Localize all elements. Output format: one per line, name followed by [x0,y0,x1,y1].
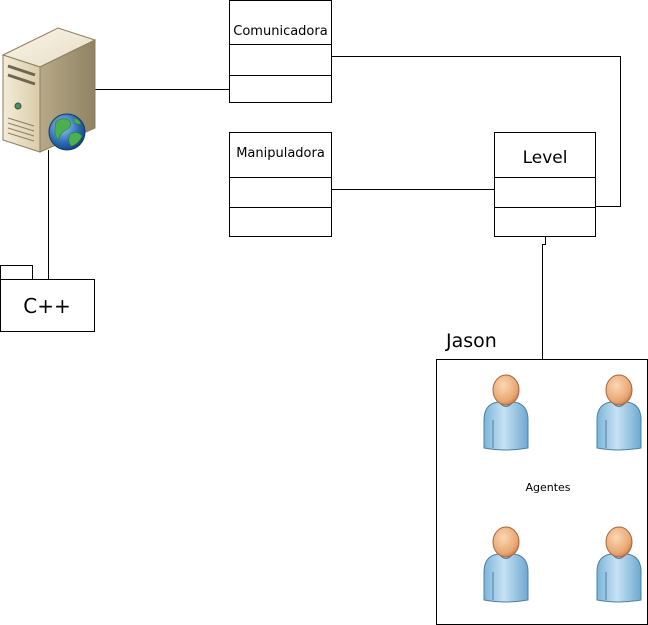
group-jason-label: Jason [445,330,497,352]
package-cpp: C++ [0,265,95,332]
class-manipuladora-name: Manipuladora [236,146,325,161]
class-level: Level [494,132,596,237]
package-cpp-label: C++ [23,294,70,318]
agents-label: Agentes [525,481,570,494]
class-manipuladora: Manipuladora [229,132,332,237]
class-comunicadora-name: Comunicadora [233,24,327,39]
class-comunicadora: Comunicadora [229,0,332,103]
group-jason: Jason Agentes [436,330,648,625]
level-jason-line [542,237,546,359]
globe-icon [48,113,86,151]
comunicadora-level-line [331,56,621,207]
class-level-name: Level [523,148,568,168]
connectors [48,56,621,359]
